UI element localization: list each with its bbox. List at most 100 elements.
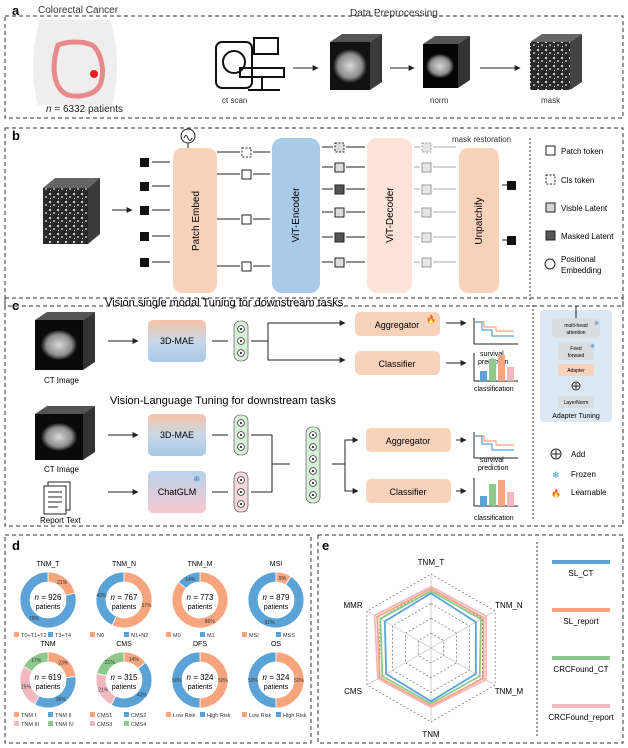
vector-dot (239, 433, 243, 437)
donut-count: n = 773 (187, 593, 214, 602)
legend-label: CMS3 (97, 722, 112, 728)
patch-token-column (140, 158, 170, 267)
panel-d-border (4, 534, 312, 744)
panel-e-letter: e (322, 538, 329, 553)
torso-illustration (32, 20, 118, 105)
slice-label: 17% (31, 658, 42, 664)
classifier-label-bottom: Classifier (389, 487, 426, 497)
donut-title: TNM (40, 641, 55, 648)
aggregator-bottom (366, 428, 451, 452)
donut-title: DFS (193, 641, 207, 648)
slice-label: 57% (141, 603, 152, 609)
legend-label: TNM II (55, 713, 72, 719)
slice-label: 50% (248, 678, 259, 684)
donut-slice (96, 651, 125, 677)
patient-count: n = 6332 patients (46, 104, 123, 115)
svg-text:❄: ❄ (594, 320, 599, 327)
bar (507, 492, 514, 506)
classification-plot-top (473, 353, 518, 382)
radar-series-sl_ct (383, 592, 477, 703)
donut-slice (177, 571, 201, 590)
bar (489, 359, 496, 381)
report-text-label: Report Text (40, 516, 82, 525)
slice-label: 21% (98, 688, 109, 694)
adapter-block (558, 364, 594, 376)
learnable-legend-icon: 🔥 (551, 488, 561, 498)
slice-label: 14% (129, 657, 140, 663)
ct-image-cube-top (35, 312, 95, 370)
token (241, 147, 252, 158)
survival-curve (474, 435, 514, 446)
feed-label-1: Feed (570, 346, 582, 352)
legend-series-name: CRCFound_report (548, 713, 614, 722)
attention-label-2: attention (566, 330, 585, 336)
panel-d-letter: d (12, 538, 20, 553)
vl-title: Vision-Language Tuning for downstream ta… (110, 395, 337, 407)
legend-label: M0 (173, 633, 181, 639)
ct-scanner-icon (215, 37, 285, 91)
vector-dot (239, 502, 243, 506)
classification-label-top: classification (474, 386, 514, 393)
chatglm-block (148, 471, 206, 513)
survival-label-bottom-2: prediction (478, 465, 508, 472)
donut-count: n = 619 (35, 673, 62, 682)
latent-token (334, 232, 345, 243)
patch-embed-label: Patch Embed (191, 191, 202, 251)
token (241, 214, 252, 225)
frozen-icon: ❄ (193, 474, 201, 484)
colorectal-title: Colorectal Cancer (38, 5, 119, 16)
ct-scan-label: ct scan (222, 96, 247, 105)
donut-title: CMS (116, 641, 132, 648)
patch-embed-block (173, 148, 217, 293)
legend-swatch (48, 721, 53, 726)
legend-swatch (90, 632, 95, 637)
donut-patients: patients (36, 684, 61, 691)
patch-cube-icon (140, 232, 149, 241)
latent-token (334, 162, 345, 173)
legend-series-name: CRCFound_CT (553, 665, 608, 674)
legend-label: TNM I (21, 713, 36, 719)
mask-restoration-label: mask restoration (452, 135, 511, 144)
legend-series-name: SL_report (563, 617, 599, 626)
donut-patients: patients (36, 604, 61, 611)
radar-series-crcfound_report (373, 585, 488, 709)
bar (498, 480, 505, 506)
legend-swatch (276, 712, 281, 717)
donut-patients: patients (264, 604, 289, 611)
masked-input-cube (43, 178, 100, 244)
slice-label: 21% (105, 660, 116, 666)
panel-c-border (4, 297, 624, 527)
adapter-label: Adapter (567, 368, 585, 374)
token (241, 169, 252, 180)
feature-vector-image (233, 414, 249, 456)
positional-embedding-icon (180, 128, 196, 144)
radar-axis-label: TNM (422, 730, 440, 739)
patch-cube-icon (140, 206, 149, 215)
vector-dot (311, 457, 315, 461)
bar (498, 355, 505, 381)
radar-series-crcfound_ct (379, 589, 482, 705)
legend-swatch (14, 632, 19, 637)
slice-label: 79% (29, 616, 40, 622)
adapter-tuning-title: Adapter Tuning (552, 413, 600, 420)
legend-learnable: Learnable (571, 488, 607, 497)
bar (507, 367, 514, 381)
legend-swatch (90, 712, 95, 717)
donut-patients: patients (112, 684, 137, 691)
decoded-token (421, 232, 432, 243)
embedded-token-column (217, 147, 270, 272)
vector-dot (239, 339, 243, 343)
vector-dot (239, 327, 243, 331)
ct-image-label-bottom: CT Image (44, 465, 80, 474)
mae-label-top: 3D-MAE (160, 336, 194, 346)
slice-label: 86% (205, 619, 216, 625)
vector-dot (311, 481, 315, 485)
